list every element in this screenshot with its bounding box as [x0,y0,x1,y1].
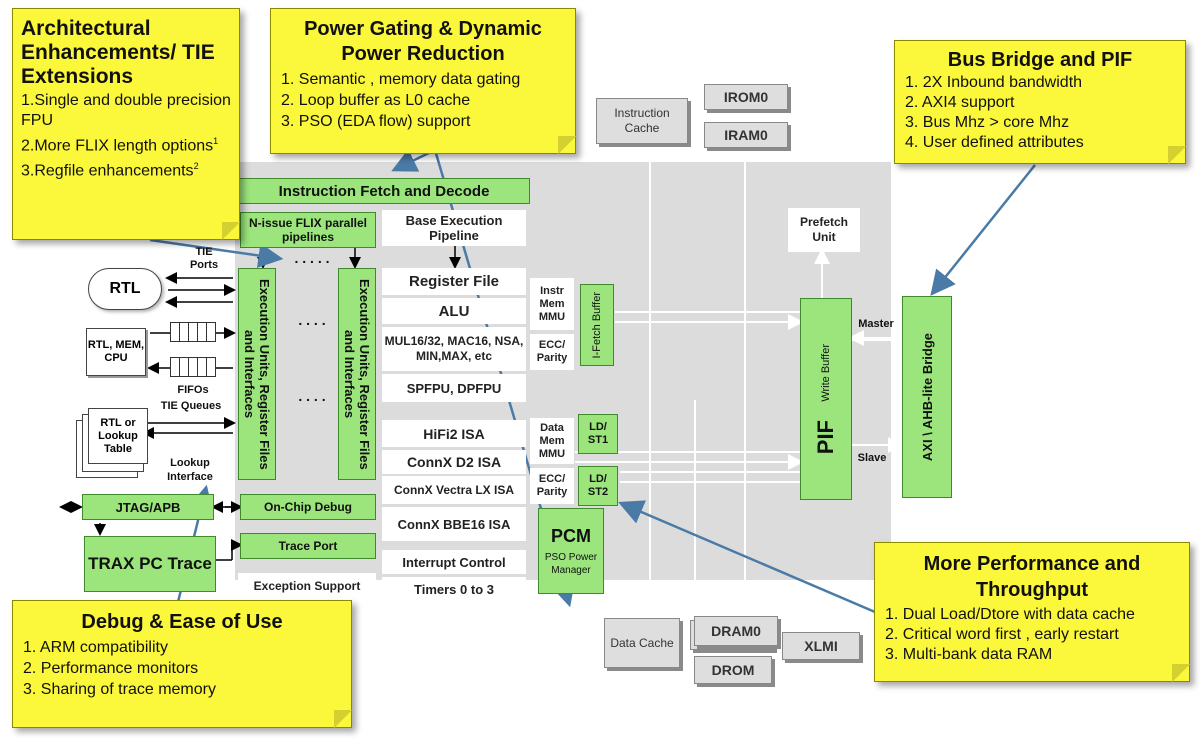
axi-ahb-bridge-label: AXI \ AHB-lite Bridge [919,332,935,462]
note-debug-item-1: 1. ARM compatibility [23,639,168,656]
note-bus-bridge: Bus Bridge and PIF 1. 2X Inbound bandwid… [894,40,1186,164]
execution-units-2: Execution Units, Register Files and Inte… [338,268,376,480]
register-file: Register File [382,268,526,295]
rtl-mem-cpu-box: RTL, MEM, CPU [86,328,146,376]
dram0: DRAM0 [694,616,778,646]
instruction-cache: Instruction Cache [596,98,688,144]
irom0: IROM0 [704,84,788,110]
pif-label: PIF [813,419,838,454]
lookup-interface-label: Lookup Interface [167,457,213,483]
pcm-title: PCM [551,525,591,546]
iram0: IRAM0 [704,122,788,148]
rtl-lookup-table: RTL or Lookup Table [88,408,148,464]
ecc-parity-2: ECC/ Parity [530,468,574,504]
execution-units-1: Execution Units, Register Files and Inte… [238,268,276,480]
note-architectural-item-1: 1.Single and double precision FPU [21,92,231,129]
note-power-item-2: 2. Loop buffer as L0 cache [281,92,471,109]
i-fetch-buffer: I-Fetch Buffer [580,284,614,366]
alu: ALU [382,298,526,324]
footnote-1: 1 [213,136,219,146]
prefetch-unit: Prefetch Unit [788,208,860,252]
exception-support: Exception Support [238,573,376,599]
dots-top: . . . . . [294,250,330,266]
note-performance-title: More Performance and Throughput [923,553,1141,601]
write-buffer-label: Write Buffer [819,344,832,402]
jtag-apb: JTAG/APB [82,494,214,520]
note-power-title: Power Gating & Dynamic Power Reduction [304,18,542,65]
trax-pc-trace: TRAX PC Trace [84,536,216,592]
tie-ports-label: TIE Ports [189,246,219,271]
note-power: Power Gating & Dynamic Power Reduction 1… [270,8,576,154]
pcm-subtitle: PSO Power Manager [544,551,598,576]
instr-mem-mmu: Instr Mem MMU [530,278,574,330]
tie-queues-label: TIE Queues [160,400,222,412]
pcm-block: PCM PSO Power Manager [538,508,604,594]
execution-units-1-label: Execution Units, Register Files and Inte… [242,278,272,470]
timers: Timers 0 to 3 [382,577,526,601]
note-debug-item-2: 2. Performance monitors [23,660,199,677]
connx-bbe16-isa: ConnX BBE16 ISA [382,507,526,541]
note-architectural: Architectural Enhancements/ TIE Extensio… [12,8,240,240]
connx-vectra-lx-isa: ConnX Vectra LX ISA [382,476,526,504]
note-architectural-item-3: 3.Regfile enhancements2 [21,161,199,180]
ld-st2: LD/ ST2 [578,466,618,506]
ld-st1: LD/ ST1 [578,414,618,454]
trace-port: Trace Port [240,533,376,559]
slave-label: Slave [857,452,887,464]
rtl-cloud: RTL [88,268,162,310]
note-bus-bridge-item-2: 2. AXI4 support [905,94,1015,111]
i-fetch-buffer-label: I-Fetch Buffer [590,291,603,359]
drom: DROM [694,656,772,684]
instruction-fetch-decode: Instruction Fetch and Decode [238,178,530,204]
note-performance: More Performance and Throughput 1. Dual … [874,542,1190,682]
on-chip-debug: On-Chip Debug [240,494,376,520]
note-architectural-item-2: 2.More FLIX length options1 [21,136,219,155]
spfpu-dpfpu: SPFPU, DPFPU [382,374,526,402]
base-execution-pipeline: Base Execution Pipeline [382,210,526,246]
fifo-1 [170,322,216,342]
interrupt-control: Interrupt Control [382,550,526,574]
note-bus-bridge-item-3: 3. Bus Mhz > core Mhz [905,114,1070,131]
hifi2-isa: HiFi2 ISA [382,420,526,447]
axi-ahb-bridge: AXI \ AHB-lite Bridge [902,296,952,498]
note-power-item-3: 3. PSO (EDA flow) support [281,113,471,130]
execution-units-2-label: Execution Units, Register Files and Inte… [342,278,372,470]
note-power-item-1: 1. Semantic , memory data gating [281,71,521,88]
dots-mid-2: . . . . [298,388,326,404]
note-debug: Debug & Ease of Use 1. ARM compatibility… [12,600,352,728]
note-performance-item-1: 1. Dual Load/Dtore with data cache [885,606,1135,623]
xlmi: XLMI [782,632,860,660]
note-bus-bridge-item-1: 1. 2X Inbound bandwidth [905,74,1083,91]
note-bus-bridge-title: Bus Bridge and PIF [947,49,1133,71]
fifos-label: FIFOs [177,384,209,396]
note-architectural-title: Architectural Enhancements/ TIE Extensio… [21,17,215,88]
pif-block: Write Buffer PIF [800,298,852,500]
n-issue-flix: N-issue FLIX parallel pipelines [240,212,376,248]
fifo-2 [170,357,216,377]
data-mem-mmu: Data Mem MMU [530,418,574,464]
mul-mac: MUL16/32, MAC16, NSA, MIN,MAX, etc [382,327,526,371]
data-cache: Data Cache [604,618,680,668]
footnote-2: 2 [193,161,199,172]
note-debug-title: Debug & Ease of Use [81,611,283,633]
master-label: Master [858,318,894,330]
note-bus-bridge-item-4: 4. User defined attributes [905,134,1084,151]
ecc-parity-1: ECC/ Parity [530,334,574,370]
note-performance-item-3: 3. Multi-bank data RAM [885,646,1053,663]
note-performance-item-2: 2. Critical word first , early restart [885,626,1119,643]
dots-mid-1: . . . . [298,312,326,328]
note-debug-item-3: 3. Sharing of trace memory [23,681,216,698]
connx-d2-isa: ConnX D2 ISA [382,450,526,474]
